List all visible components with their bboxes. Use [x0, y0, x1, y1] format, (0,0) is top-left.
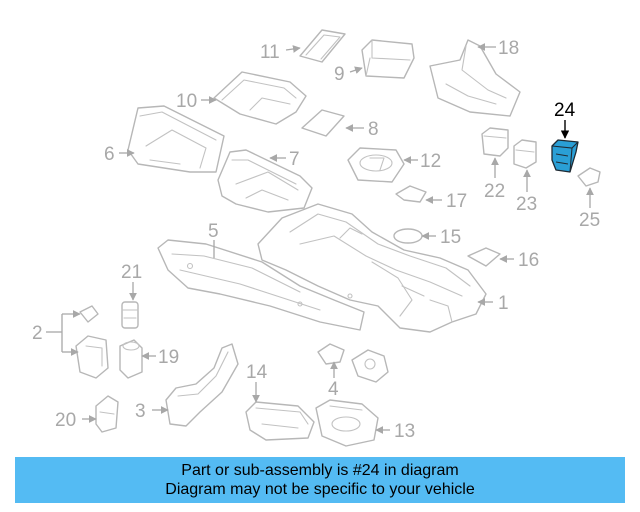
part-3-bracket — [165, 343, 239, 427]
callout-3: 3 — [135, 401, 146, 422]
part-10-upper-trim — [213, 71, 307, 125]
part-20-connector — [95, 395, 119, 433]
callout-14: 14 — [246, 362, 268, 383]
callout-15: 15 — [440, 227, 461, 248]
part-11-tray-pad — [299, 29, 346, 63]
part-9-storage-bin — [361, 39, 415, 79]
part-6-console-bezel — [127, 105, 225, 173]
part-1-console-body — [257, 203, 487, 333]
callout-4: 4 — [328, 379, 339, 400]
callout-7: 7 — [289, 149, 300, 170]
part-13-cup-holder — [315, 399, 379, 447]
banner-line-2: Diagram may not be specific to your vehi… — [165, 481, 475, 498]
callout-9: 9 — [334, 64, 345, 85]
part-5-side-panel — [157, 239, 365, 331]
callout-1: 1 — [498, 293, 509, 314]
callout-labels: 11 9 18 10 8 6 7 12 17 22 23 24 25 15 16… — [32, 38, 600, 442]
callout-6: 6 — [104, 144, 115, 165]
part-16-mat — [467, 247, 501, 267]
part-7-center-bracket — [217, 149, 313, 213]
callout-20: 20 — [55, 410, 76, 431]
part-4-mount — [317, 343, 389, 383]
callout-12: 12 — [420, 151, 441, 172]
callout-8: 8 — [368, 119, 379, 140]
part-17-bracket — [395, 185, 427, 203]
part-15-round-pad — [393, 228, 423, 244]
callout-21: 21 — [121, 262, 142, 283]
part-2-bracket — [75, 305, 109, 379]
part-23-switch — [513, 139, 537, 169]
callout-10: 10 — [176, 91, 197, 112]
callout-11: 11 — [260, 42, 280, 63]
callout-18: 18 — [498, 38, 519, 59]
callout-5: 5 — [208, 221, 219, 242]
part-21-socket — [121, 301, 139, 329]
callout-22: 22 — [484, 181, 505, 202]
callout-24-highlighted: 24 — [554, 100, 576, 121]
callout-23: 23 — [516, 194, 537, 215]
callout-17: 17 — [446, 191, 467, 212]
part-25-plug — [577, 167, 601, 187]
part-14-module — [245, 401, 315, 441]
part-12-cup-insert — [347, 147, 405, 183]
part-24-socket-highlighted — [551, 139, 579, 173]
banner-line-1: Part or sub-assembly is #24 in diagram — [181, 462, 459, 479]
info-banner: Part or sub-assembly is #24 in diagram D… — [15, 457, 625, 503]
part-22-switch — [481, 127, 509, 157]
part-19-socket — [119, 339, 143, 379]
callout-25: 25 — [579, 210, 600, 231]
callout-19: 19 — [158, 347, 179, 368]
part-18-shifter-trim — [429, 39, 521, 117]
parts-diagram: 11 9 18 10 8 6 7 12 17 22 23 24 25 15 16… — [32, 29, 601, 447]
leader-lines — [46, 43, 594, 434]
callout-16: 16 — [518, 250, 539, 271]
part-8-small-mat — [301, 109, 345, 137]
callout-13: 13 — [394, 421, 415, 442]
callout-2: 2 — [32, 323, 43, 344]
